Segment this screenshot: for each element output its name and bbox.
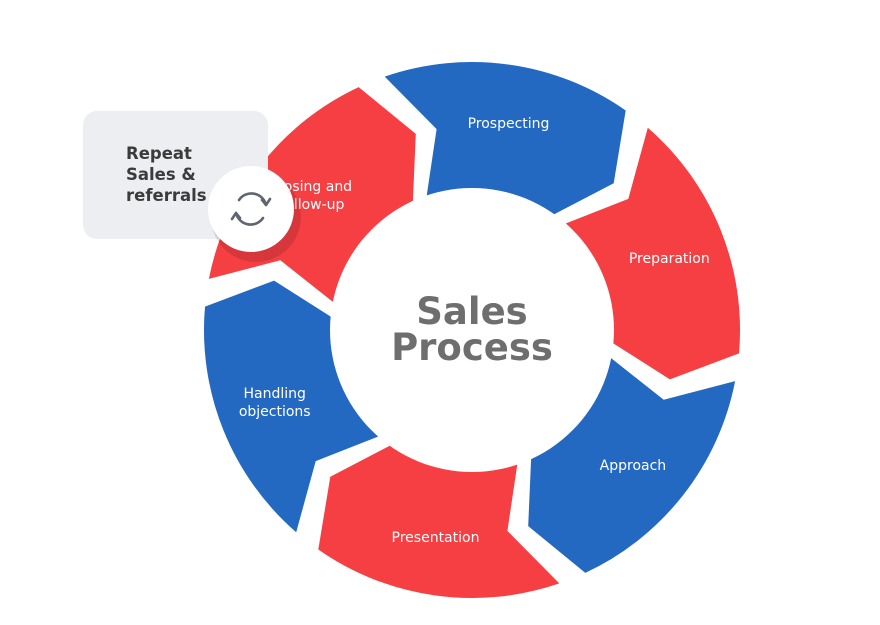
segment-preparation <box>563 127 741 380</box>
repeat-text-line-3: referrals <box>126 186 207 205</box>
segment-label-preparation-1: Preparation <box>629 251 710 267</box>
segment-approach <box>528 356 736 573</box>
segment-label-prospecting-1: Prospecting <box>468 116 550 132</box>
repeat-icon-badge <box>208 166 294 252</box>
repeat-text-line-1: Repeat <box>126 144 192 163</box>
segment-label-handling-objections-2: objections <box>239 404 311 420</box>
segment-label-presentation-1: Presentation <box>392 530 480 546</box>
repeat-sales-callout: Repeat Sales & referrals <box>83 111 301 262</box>
segment-handling-objections <box>203 280 381 533</box>
center-title-line-2: Process <box>391 326 553 369</box>
segment-label-closing-2: Follow-up <box>278 197 345 213</box>
segment-label-handling-objections-1: Handling <box>243 386 305 402</box>
segment-prospecting <box>384 62 626 216</box>
segment-presentation <box>318 444 560 598</box>
segment-label-closing-1: Closing and <box>270 179 352 195</box>
center-circle: Sales Process <box>330 188 614 472</box>
segment-label-approach-1: Approach <box>600 458 667 474</box>
cycle-segments: ProspectingPreparationApproachPresentati… <box>203 62 741 598</box>
repeat-text-line-2: Sales & <box>126 165 196 184</box>
refresh-cycle-icon <box>230 192 272 226</box>
center-title-line-1: Sales <box>416 290 527 333</box>
